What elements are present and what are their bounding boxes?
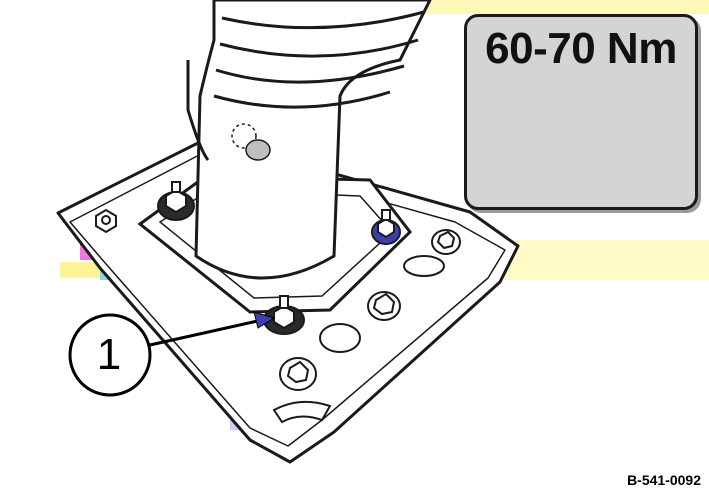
bolt-rear-right — [371, 209, 401, 245]
callout-1 — [68, 311, 276, 397]
bolt-rear-left — [157, 181, 195, 221]
callout-number: 1 — [96, 330, 122, 379]
torque-value: 60-70 Nm — [485, 24, 677, 73]
torque-spec-panel: 60-70 Nm — [464, 14, 698, 210]
plate-corner-nut — [95, 208, 117, 234]
marker-dashed — [231, 123, 271, 161]
plate-mounts — [272, 229, 461, 424]
bellows-cylinder — [186, 0, 432, 280]
figure-code: B-541-0092 — [627, 472, 701, 488]
